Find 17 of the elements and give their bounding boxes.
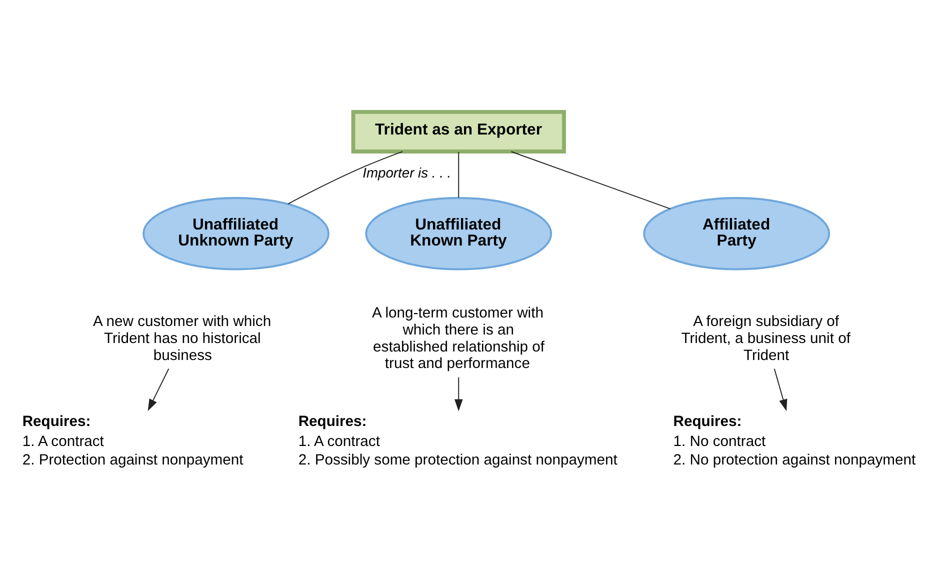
node-text: A foreign subsidiary of Trident, a business unit of Trident: [681, 314, 850, 364]
arrow: [454, 376, 463, 411]
arrow: [148, 368, 170, 411]
node-ellipse: Unaffiliated Unknown Party: [142, 196, 330, 270]
node-text: A long-term customer with which there is an established relationship of trust and performance: [372, 305, 545, 372]
node-text: Requires: 1. A contract 2. Protection against nonpayment: [22, 414, 244, 468]
arrow: [774, 368, 788, 411]
connector: [287, 150, 404, 204]
node-text: Requires: 1. A contract 2. Possibly some protection against nonpayment: [298, 414, 618, 468]
node-text: Requires: 1. No contract 2. No protection against nonpayment: [673, 414, 916, 468]
node-box: Trident as an Exporter: [351, 109, 566, 153]
connector: [510, 150, 671, 209]
node-ellipse: Affiliated Party: [643, 196, 830, 270]
node-text: A new customer with which Trident has no historical business: [93, 314, 272, 364]
connector: [458, 151, 460, 198]
node-ellipse: Unaffiliated Known Party: [365, 196, 552, 270]
edge-label: Importer is . . .: [362, 164, 452, 180]
